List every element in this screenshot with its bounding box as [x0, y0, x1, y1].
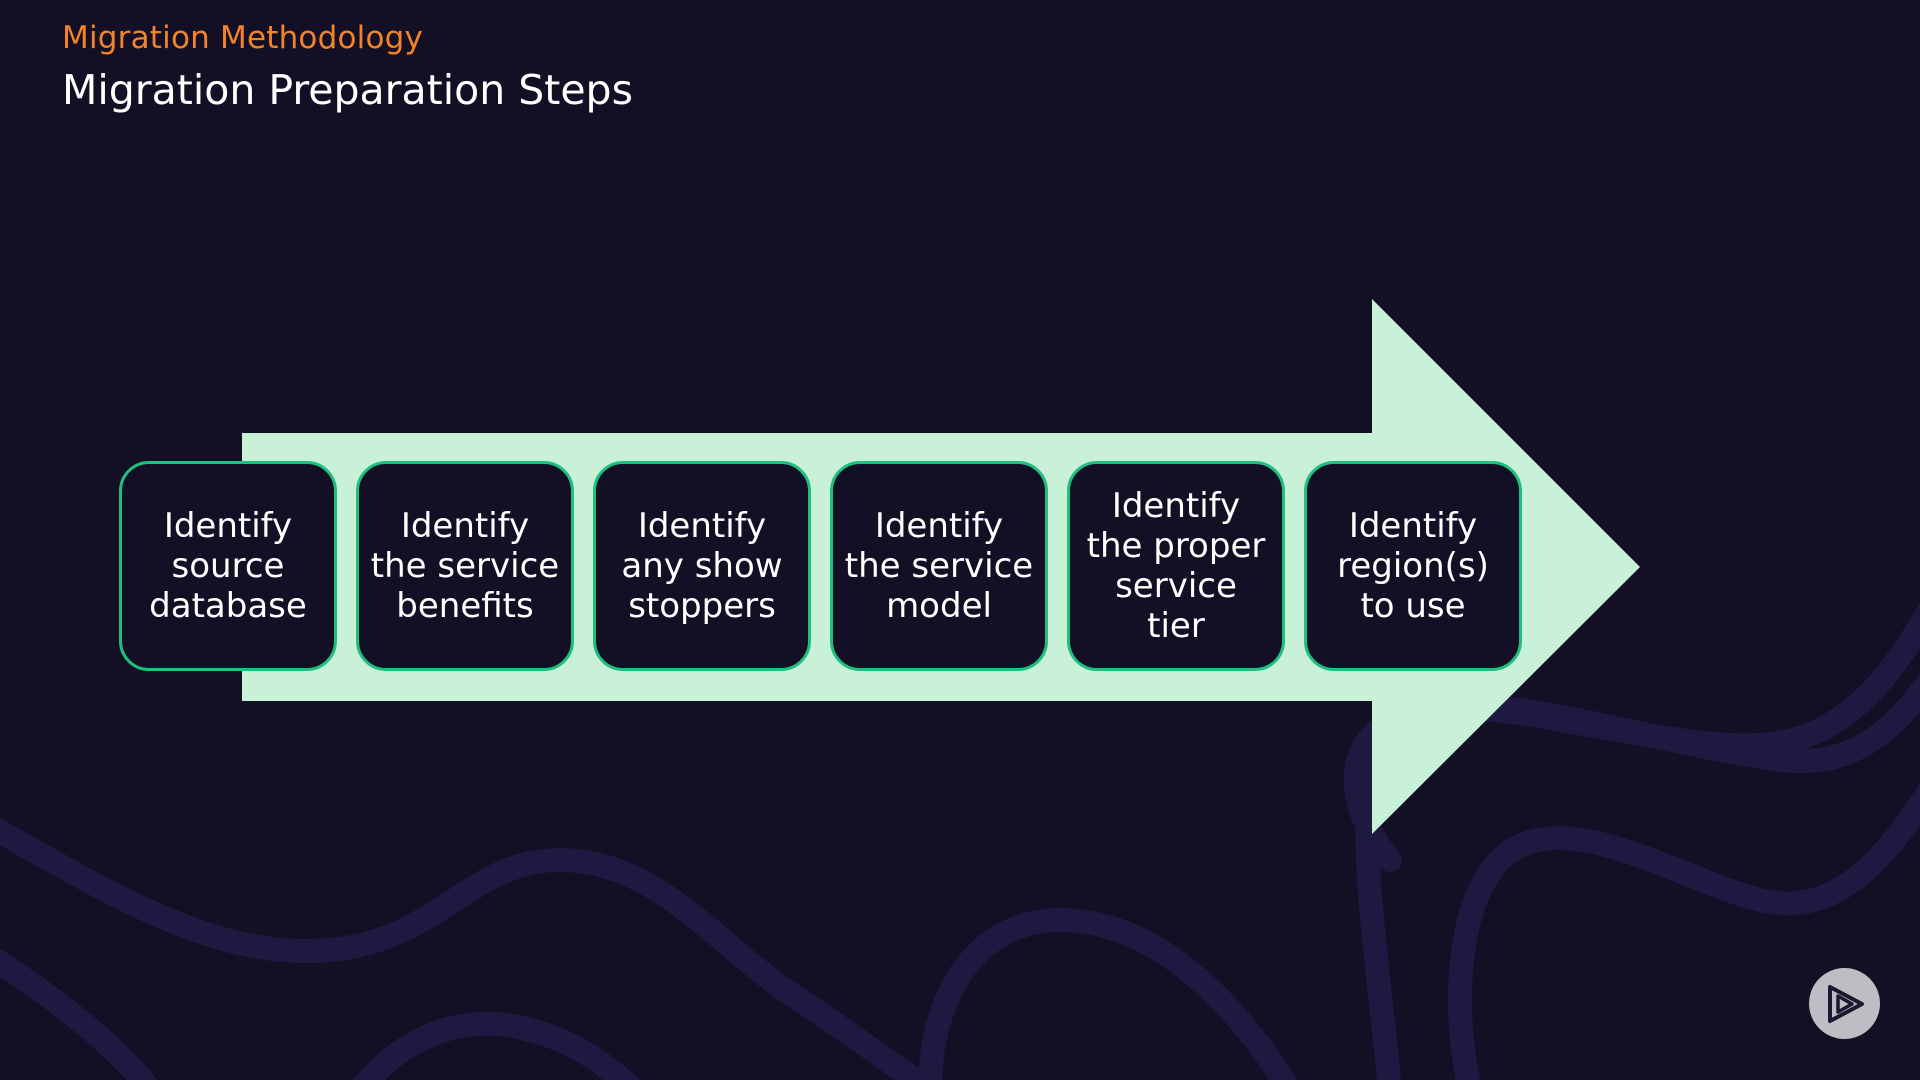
step-label: Identify the service benefits	[370, 506, 560, 626]
section-label: Migration Methodology	[62, 20, 424, 56]
step-label: Identify the service model	[844, 506, 1034, 626]
step-label: Identify the proper service tier	[1086, 486, 1266, 646]
step-box-4: Identify the service model	[830, 461, 1048, 671]
step-label: Identify any show stoppers	[621, 506, 783, 626]
step-box-1: Identify source database	[119, 461, 337, 671]
page-title: Migration Preparation Steps	[62, 66, 633, 114]
step-box-6: Identify region(s) to use	[1304, 461, 1522, 671]
play-logo-icon	[1809, 968, 1880, 1039]
step-box-2: Identify the service benefits	[356, 461, 574, 671]
step-label: Identify region(s) to use	[1337, 506, 1489, 626]
step-box-5: Identify the proper service tier	[1067, 461, 1285, 671]
step-label: Identify source database	[149, 506, 307, 626]
step-box-3: Identify any show stoppers	[593, 461, 811, 671]
